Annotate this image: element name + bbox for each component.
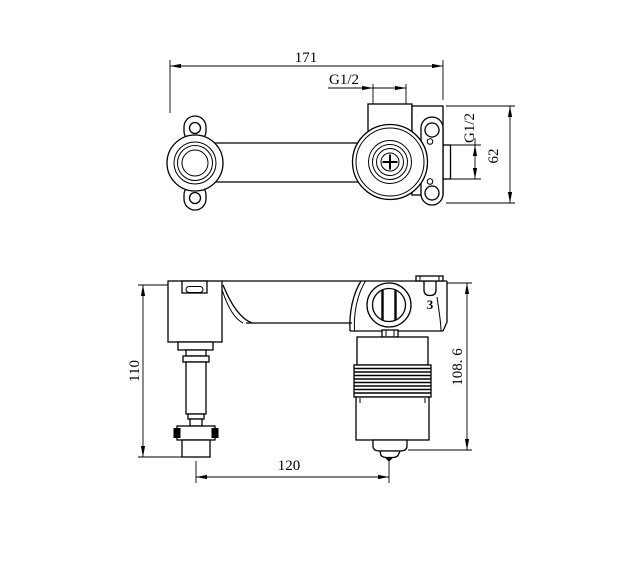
lower-cylinder [355, 396, 430, 441]
dim-label-110: 110 [127, 360, 143, 382]
side-outlet-stub [442, 144, 452, 180]
inlet-pipe [173, 341, 219, 458]
screw-hole-bottom [188, 191, 202, 205]
threaded-section [353, 364, 432, 398]
cartridge-housing [353, 336, 432, 462]
top-view: 171 G1/2 G1/2 62 [166, 50, 515, 211]
dim-overall-width: 171 [169, 50, 444, 113]
valve-body-circle [351, 123, 429, 201]
screw-cross-icon [382, 154, 398, 170]
hex-nut [176, 425, 216, 441]
cross-tube [222, 280, 447, 324]
dim-label-g12-top: G1/2 [329, 72, 359, 88]
dim-center-distance: 120 [195, 458, 390, 483]
dim-thread-top: G1/2 [328, 72, 407, 104]
dim-label-171: 171 [295, 50, 318, 66]
bottom-cap [372, 439, 408, 452]
dim-label-108-6: 108. 6 [450, 348, 466, 386]
valve-body-front: 3 [349, 275, 448, 338]
dim-label-120: 120 [278, 458, 301, 474]
cap-tip [385, 457, 393, 462]
retaining-clip [423, 281, 437, 297]
dim-height-left: 110 [127, 284, 196, 458]
notch-bottom [426, 178, 434, 185]
dim-label-g12-side: G1/2 [462, 113, 478, 143]
front-view: 3 [127, 275, 472, 483]
dim-height-right: 108. 6 [408, 282, 472, 451]
dim-bracket-height: 62 [446, 105, 515, 204]
pipe-end [181, 439, 211, 458]
clip-marker-label: 3 [427, 297, 434, 312]
notch-top [426, 138, 434, 145]
dim-thread-side: G1/2 [446, 113, 481, 180]
top-tab [415, 275, 444, 282]
wall-flange-left [166, 115, 224, 211]
under-circle-tab [381, 329, 399, 338]
inlet-block-slot [185, 286, 204, 293]
screw-hole-bottom [424, 185, 440, 201]
plug-circle [366, 282, 412, 328]
screw-hole-top [424, 122, 440, 138]
dim-label-62: 62 [486, 149, 502, 164]
screw-hole-top [188, 121, 202, 135]
